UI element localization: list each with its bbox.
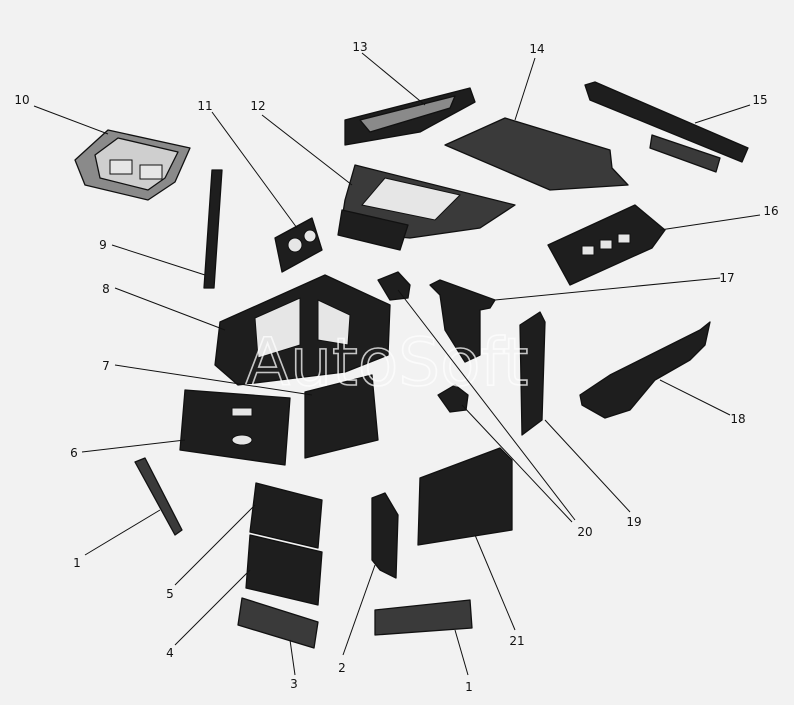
callout-labels: 10 11 12 13 14 15 16 17 18 19 20 21 8 7 … bbox=[14, 40, 778, 694]
part-13-channel bbox=[344, 87, 476, 146]
callout-14: 14 bbox=[529, 42, 544, 56]
callout-4: 4 bbox=[166, 646, 174, 660]
callout-15: 15 bbox=[752, 93, 767, 107]
part-11-panel bbox=[274, 217, 323, 273]
part-15-beam bbox=[584, 81, 749, 173]
part-3-plate bbox=[237, 597, 319, 649]
part-17-box bbox=[429, 279, 496, 363]
part-19-pillar bbox=[519, 311, 546, 436]
callout-2: 2 bbox=[338, 661, 346, 675]
callout-1-lower: 1 bbox=[465, 680, 473, 694]
callout-18: 18 bbox=[730, 412, 745, 426]
leader-lines bbox=[33, 52, 761, 676]
part-21-panel bbox=[417, 447, 513, 546]
part-14-sheet bbox=[444, 117, 629, 191]
callout-1-upper: 1 bbox=[73, 556, 81, 570]
part-6-door-panel bbox=[179, 389, 291, 466]
part-4-panel bbox=[245, 534, 323, 606]
part-1-plate-upper bbox=[134, 457, 183, 536]
callout-10: 10 bbox=[14, 93, 29, 107]
callout-3: 3 bbox=[290, 677, 298, 691]
part-7-side-panel bbox=[304, 374, 379, 459]
callout-9: 9 bbox=[99, 238, 107, 252]
part-10-tray bbox=[74, 129, 191, 201]
callout-17: 17 bbox=[719, 271, 734, 285]
part-16-panel bbox=[547, 204, 666, 286]
callout-6: 6 bbox=[70, 446, 78, 460]
callout-11: 11 bbox=[197, 99, 212, 113]
callout-20: 20 bbox=[577, 525, 592, 539]
callout-8: 8 bbox=[102, 282, 110, 296]
part-18-bracket bbox=[579, 321, 711, 419]
part-5-panel bbox=[249, 482, 323, 549]
watermark: AutoSoft bbox=[245, 324, 528, 401]
part-20-blocks bbox=[377, 271, 469, 413]
part-8-frame bbox=[214, 274, 391, 386]
callout-21: 21 bbox=[509, 634, 524, 648]
callout-5: 5 bbox=[166, 587, 174, 601]
callout-16: 16 bbox=[763, 204, 778, 218]
part-2-bracket bbox=[371, 492, 399, 579]
part-9-strip bbox=[203, 169, 223, 289]
part-1-plate-lower bbox=[374, 599, 473, 636]
callout-12: 12 bbox=[250, 99, 265, 113]
part-12-floor bbox=[337, 164, 516, 251]
callout-13: 13 bbox=[352, 40, 367, 54]
callout-7: 7 bbox=[102, 359, 110, 373]
callout-19: 19 bbox=[626, 515, 641, 529]
